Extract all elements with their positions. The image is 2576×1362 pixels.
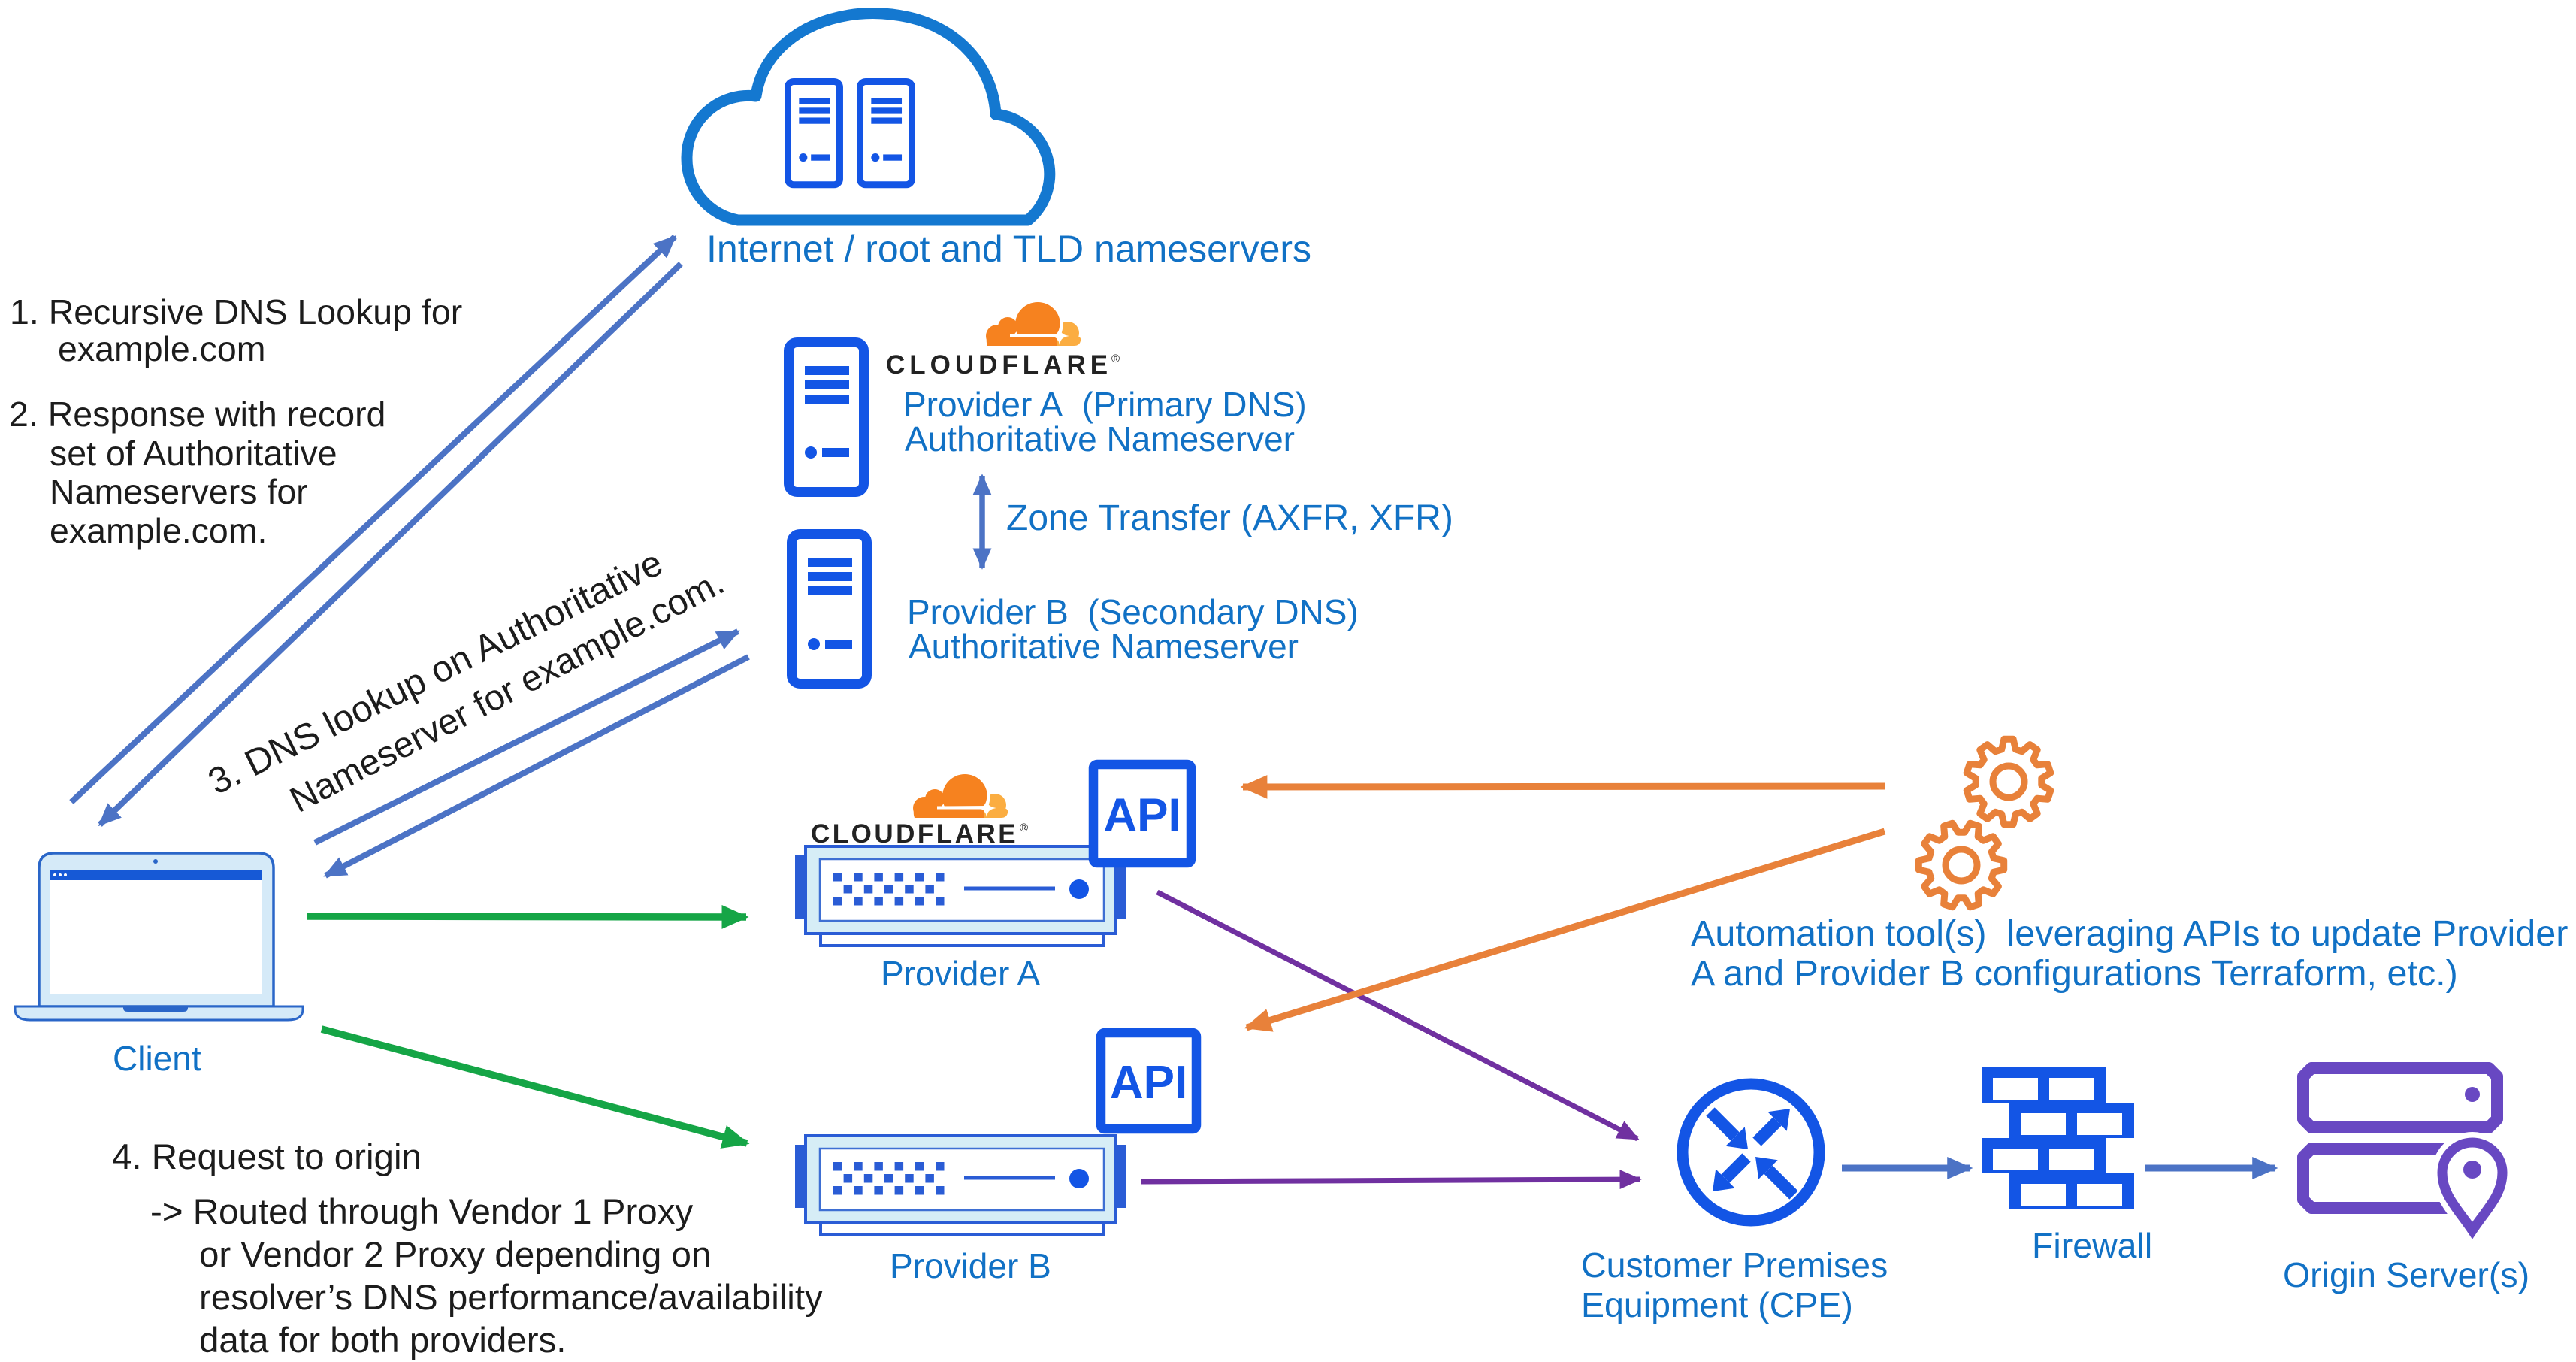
svg-text:3. DNS lookup on Authoritative: 3. DNS lookup on Authoritative — [202, 543, 669, 803]
svg-text:Equipment (CPE): Equipment (CPE) — [1581, 1285, 1853, 1324]
svg-text:A and Provider B configuration: A and Provider B configurations Terrafor… — [1691, 953, 2458, 994]
svg-text:Automation tool(s) leveraging: Automation tool(s) leveraging APIs to up… — [1691, 913, 2568, 954]
svg-text:®: ® — [1020, 822, 1028, 834]
svg-text:Provider A (Primary DNS): Provider A (Primary DNS) — [903, 385, 1307, 424]
svg-text:resolver’s DNS performance/ava: resolver’s DNS performance/availability — [199, 1278, 823, 1318]
svg-text:Nameservers for: Nameservers for — [50, 472, 308, 511]
svg-text:Customer Premises: Customer Premises — [1581, 1245, 1888, 1285]
svg-text:CLOUDFLARE: CLOUDFLARE — [886, 350, 1112, 380]
svg-text:Authoritative Nameserver: Authoritative Nameserver — [909, 627, 1299, 666]
svg-text:example.com.: example.com. — [50, 511, 267, 550]
svg-text:Provider A: Provider A — [881, 954, 1041, 993]
svg-text:example.com: example.com — [58, 329, 266, 368]
svg-text:CLOUDFLARE: CLOUDFLARE — [811, 819, 1018, 849]
svg-text:data for both providers.: data for both providers. — [199, 1321, 566, 1360]
svg-text:API: API — [1103, 790, 1181, 842]
svg-text:-> Routed through Vendor 1 Pro: -> Routed through Vendor 1 Proxy — [150, 1192, 693, 1232]
svg-text:Provider B: Provider B — [890, 1246, 1051, 1285]
svg-text:Origin Server(s): Origin Server(s) — [2283, 1255, 2529, 1294]
svg-text:2. Response with record: 2. Response with record — [9, 395, 385, 434]
svg-text:Client: Client — [113, 1039, 201, 1078]
svg-text:or Vendor 2 Proxy depending on: or Vendor 2 Proxy depending on — [199, 1235, 711, 1275]
svg-text:Authoritative Nameserver: Authoritative Nameserver — [905, 419, 1295, 459]
svg-text:Zone Transfer (AXFR, XFR): Zone Transfer (AXFR, XFR) — [1006, 498, 1453, 538]
svg-text:API: API — [1110, 1057, 1187, 1109]
svg-text:1. Recursive DNS Lookup for: 1. Recursive DNS Lookup for — [10, 292, 462, 331]
svg-text:Firewall: Firewall — [2032, 1226, 2152, 1265]
svg-text:Provider B (Secondary DNS): Provider B (Secondary DNS) — [907, 592, 1359, 631]
svg-text:®: ® — [1111, 353, 1120, 365]
svg-text:set of Authoritative: set of Authoritative — [50, 434, 337, 473]
svg-text:4. Request to origin: 4. Request to origin — [112, 1137, 422, 1177]
svg-text:Internet / root and TLD namese: Internet / root and TLD nameservers — [706, 228, 1311, 270]
